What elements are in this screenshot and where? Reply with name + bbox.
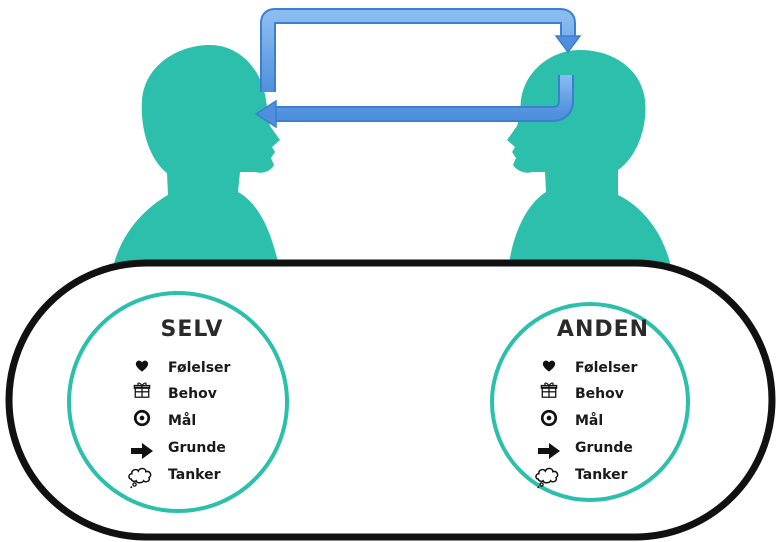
panel-self-item-label: Mål <box>168 412 196 429</box>
panel-other-item-label: Grunde <box>575 440 633 456</box>
panel-other-item-label: Mål <box>575 412 603 429</box>
loop-arrow <box>254 7 582 129</box>
panel-self-circle <box>67 291 289 513</box>
panel-other-item-label: Følelser <box>575 360 638 376</box>
panel-self-item-label: Tanker <box>168 467 221 483</box>
panel-self-item-label: Grunde <box>168 440 226 456</box>
panel-self-item-label: Behov <box>168 386 217 402</box>
panel-other: ANDEN Følelser Behov Mål Grunde Tanker <box>490 302 690 502</box>
left-person-silhouette <box>112 45 280 272</box>
panel-self: SELV Følelser Behov Mål Grunde Tanker <box>67 291 289 513</box>
panel-other-title: ANDEN <box>557 317 649 342</box>
panel-self-item-label: Følelser <box>168 360 231 376</box>
panel-other-item-label: Behov <box>575 386 624 402</box>
right-person-silhouette <box>507 50 672 272</box>
panel-other-item-label: Tanker <box>575 467 628 483</box>
panel-self-title: SELV <box>161 317 224 342</box>
